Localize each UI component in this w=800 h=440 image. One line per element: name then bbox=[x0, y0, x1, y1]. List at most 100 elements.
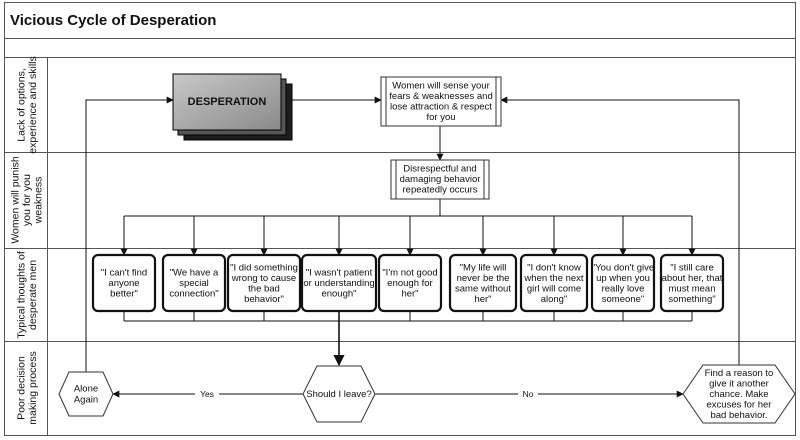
thought-box-1 bbox=[91, 253, 157, 313]
edge-yes-label-bg bbox=[195, 387, 219, 401]
lane-label-4: Poor decisionmaking process bbox=[15, 351, 39, 425]
lane-label-1: Lack of options,experience and skills bbox=[15, 56, 39, 153]
text-line: Find a reason to bbox=[705, 368, 774, 379]
text-line: "I still care bbox=[670, 262, 714, 273]
lane-labels: Lack of options,experience and skillsWom… bbox=[10, 56, 45, 425]
diagram-frame bbox=[4, 2, 796, 436]
edge-yes-label: Yes bbox=[200, 389, 214, 399]
text-line: damaging behavior bbox=[400, 174, 481, 185]
text-line: bad behavior. bbox=[710, 410, 767, 421]
text-line: give it another bbox=[709, 379, 769, 390]
text-line: anyone bbox=[108, 278, 139, 289]
thought-box-6 bbox=[448, 253, 518, 313]
text-line: about her, that bbox=[662, 273, 723, 284]
lane-label-line: you for you bbox=[21, 174, 33, 226]
text-line: the bad bbox=[248, 283, 280, 294]
decision-node: Should I leave? bbox=[302, 365, 376, 423]
thought-box-8 bbox=[590, 253, 656, 313]
text-line: fears & weaknesses and bbox=[389, 91, 493, 102]
text-line: "I don't know bbox=[527, 262, 581, 273]
text-line: Women will sense your bbox=[392, 80, 490, 91]
text-line: special bbox=[179, 278, 209, 289]
lane-label-line: Typical thoughts of bbox=[15, 251, 27, 339]
text-line: "I can't find bbox=[101, 268, 147, 279]
text-line: "I wasn't patient bbox=[306, 268, 373, 279]
text-line: something" bbox=[668, 294, 715, 305]
text-line: never be the bbox=[457, 273, 510, 284]
thought-box-3 bbox=[226, 253, 302, 313]
lane-label-line: Women will punish bbox=[10, 156, 22, 244]
lane-label-line: Poor decision bbox=[15, 356, 27, 420]
text-line: for you bbox=[426, 112, 455, 123]
diagram-title: Vicious Cycle of Desperation bbox=[10, 12, 216, 29]
edge-alone-to-desperation bbox=[85, 96, 174, 372]
edge-no-label: No bbox=[523, 389, 534, 399]
lane-label-line: making process bbox=[27, 351, 39, 425]
text-line: better" bbox=[110, 289, 138, 300]
text-line: same without bbox=[455, 283, 511, 294]
text-line: "I'm not good bbox=[382, 268, 437, 279]
lane-label-line: weakness bbox=[33, 177, 45, 225]
text-line: along" bbox=[541, 294, 568, 305]
connectors bbox=[85, 96, 740, 398]
text-line: or understanding bbox=[303, 278, 374, 289]
text-line: "You don't give bbox=[592, 262, 654, 273]
text-line: lose attraction & respect bbox=[390, 101, 492, 112]
lane-label-2: Women will punishyou for youweakness bbox=[10, 156, 45, 244]
text-line: girl will come bbox=[527, 283, 581, 294]
text-line: her" bbox=[474, 294, 491, 305]
thought-box-4 bbox=[300, 253, 378, 313]
text-line: Alone bbox=[74, 384, 98, 395]
lane-label-line: desperate men bbox=[27, 260, 39, 330]
text-line: "My life will bbox=[460, 262, 507, 273]
desperation-label: DESPERATION bbox=[188, 96, 267, 108]
edge-excuse-to-sense bbox=[500, 96, 740, 365]
text-line: repeatedly occurs bbox=[403, 185, 478, 196]
text-line: "I did something bbox=[230, 262, 298, 273]
edge-no-label-bg bbox=[518, 387, 538, 401]
text-line: really love bbox=[602, 283, 645, 294]
text-line: must mean bbox=[669, 283, 716, 294]
text-line: behavior" bbox=[244, 294, 284, 305]
text-line: enough" bbox=[321, 289, 356, 300]
decision-label: Should I leave? bbox=[306, 389, 372, 400]
text-line: when the next bbox=[523, 273, 584, 284]
desperation-node: DESPERATION bbox=[172, 73, 293, 141]
text-line: chance. Make bbox=[709, 389, 768, 400]
thought-box-2 bbox=[161, 253, 227, 313]
text-line: Again bbox=[74, 395, 98, 406]
thought-box-5 bbox=[377, 253, 443, 313]
lane-label-line: Lack of options, bbox=[15, 68, 27, 142]
text-line: Disrespectful and bbox=[403, 164, 476, 175]
text-line: wrong to cause bbox=[231, 273, 296, 284]
text-line: Should I leave? bbox=[306, 389, 372, 400]
thought-box-9 bbox=[659, 253, 725, 313]
thought-box-7 bbox=[519, 253, 589, 313]
text-line: her" bbox=[401, 289, 418, 300]
text-line: up when you bbox=[596, 273, 650, 284]
lane-label-line: experience and skills bbox=[27, 56, 39, 153]
text-line: excuses for her bbox=[707, 400, 772, 411]
lane-label-3: Typical thoughts ofdesperate men bbox=[15, 251, 39, 339]
text-line: connection" bbox=[169, 289, 218, 300]
text-line: someone" bbox=[602, 294, 644, 305]
